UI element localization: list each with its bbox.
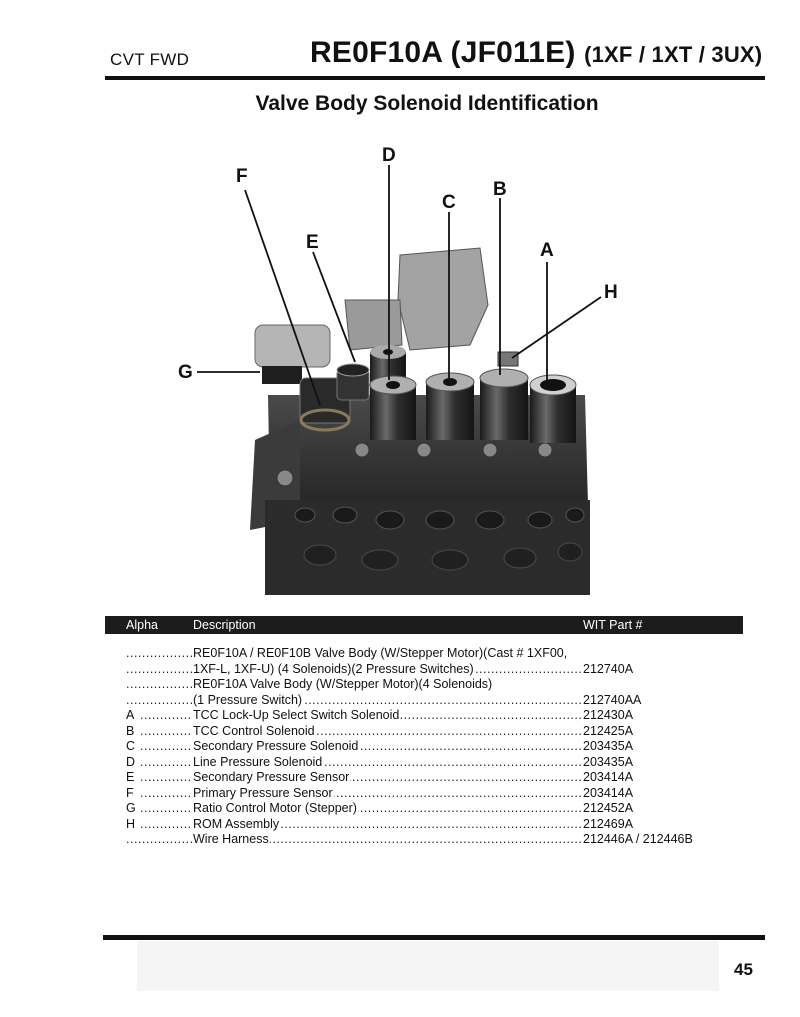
callout-c: C <box>442 192 456 213</box>
row-part-number: 212446A / 212446B <box>582 832 693 848</box>
row-leader-dots: ........................................… <box>140 739 192 753</box>
page-title: Valve Body Solenoid Identification <box>255 92 599 115</box>
part-column-header: WIT Part # <box>583 618 643 632</box>
table-row: ........................................… <box>126 661 746 677</box>
table-row: E.......................................… <box>126 770 746 786</box>
page-number: 45 <box>734 960 753 979</box>
model-variants: (1XF / 1XT / 3UX) <box>584 42 763 67</box>
valve-body-diagram: A B C D E F G H <box>178 145 618 595</box>
row-description: RE0F10A / RE0F10B Valve Body (W/Stepper … <box>193 646 569 662</box>
callout-d: D <box>382 145 396 166</box>
row-description: Ratio Control Motor (Stepper) <box>193 801 358 817</box>
row-part-number: 203435A <box>582 739 634 755</box>
row-alpha: D <box>126 754 136 769</box>
callout-f: F <box>236 166 248 187</box>
row-leader-dots: ........................................… <box>126 692 192 707</box>
table-row: ........................................… <box>126 832 746 848</box>
valve-body-photo <box>250 247 590 595</box>
callout-a: A <box>540 240 554 261</box>
footer-rule <box>103 935 765 940</box>
header-rule <box>105 76 765 80</box>
row-part-number: 212430A <box>582 708 634 724</box>
row-part-number: 203414A <box>582 770 634 786</box>
row-leader-dots: ........................................… <box>126 646 192 660</box>
callout-g: G <box>178 362 193 383</box>
footer-panel <box>137 941 719 991</box>
table-row: C.......................................… <box>126 739 746 755</box>
table-row: B.......................................… <box>126 723 746 739</box>
row-part-leader-dots: ........................................… <box>193 816 582 831</box>
row-description: RE0F10A Valve Body (W/Stepper Motor)(4 S… <box>193 677 494 693</box>
row-description: TCC Lock-Up Select Switch Solenoid <box>193 708 401 724</box>
row-part-number: 203435A <box>582 754 634 770</box>
table-row: G.......................................… <box>126 801 746 817</box>
row-description: 1XF-L, 1XF-U) (4 Solenoids)(2 Pressure S… <box>193 661 475 677</box>
table-row: F.......................................… <box>126 785 746 801</box>
row-leader-dots: ........................................… <box>140 708 192 722</box>
row-leader-dots: ........................................… <box>140 754 192 769</box>
description-column-header: Description <box>193 618 256 632</box>
row-part-number: 212425A <box>582 723 634 739</box>
table-row: ........................................… <box>126 692 746 708</box>
row-description: Line Pressure Solenoid <box>193 754 324 770</box>
row-part-number: 212469A <box>582 816 634 832</box>
row-alpha: H <box>126 816 136 831</box>
row-alpha: E <box>126 770 135 784</box>
row-description: Wire Harness <box>193 832 270 848</box>
row-description: (1 Pressure Switch) <box>193 692 304 708</box>
page-heading: RE0F10A (JF011E) (1XF / 1XT / 3UX) <box>310 36 762 70</box>
table-row: D.......................................… <box>126 754 746 770</box>
row-leader-dots: ........................................… <box>140 801 192 815</box>
row-description: Primary Pressure Sensor <box>193 785 334 801</box>
alpha-column-header: Alpha <box>126 618 158 632</box>
callout-leaders <box>197 165 602 406</box>
row-description: TCC Control Solenoid <box>193 723 316 739</box>
table-row: A.......................................… <box>126 708 746 724</box>
callout-h: H <box>604 282 618 303</box>
parts-list: ........................................… <box>126 646 746 848</box>
row-leader-dots: ........................................… <box>126 677 192 691</box>
category-label: CVT FWD <box>110 50 190 69</box>
row-leader-dots: ........................................… <box>126 832 192 846</box>
row-part-number: 212740A <box>582 661 634 677</box>
callout-b: B <box>493 179 507 200</box>
table-row: ........................................… <box>126 646 746 662</box>
row-part-number: 212740AA <box>582 692 642 708</box>
row-alpha: F <box>126 785 134 800</box>
table-row: ........................................… <box>126 677 746 693</box>
row-description: ROM Assembly <box>193 816 281 832</box>
table-row: H.......................................… <box>126 816 746 832</box>
row-leader-dots: ........................................… <box>126 661 192 676</box>
row-leader-dots: ........................................… <box>140 816 192 831</box>
table-header: Alpha Description WIT Part # <box>105 616 743 634</box>
row-alpha: G <box>126 801 136 815</box>
row-description: Secondary Pressure Sensor <box>193 770 351 786</box>
row-part-number: 212452A <box>582 801 634 817</box>
row-leader-dots: ........................................… <box>140 770 192 784</box>
row-part-number: 203414A <box>582 785 634 801</box>
row-description: Secondary Pressure Solenoid <box>193 739 360 755</box>
row-alpha: C <box>126 739 136 753</box>
row-alpha: A <box>126 708 135 722</box>
callout-e: E <box>306 232 319 253</box>
row-leader-dots: ........................................… <box>140 785 192 800</box>
row-part-leader-dots: ........................................… <box>193 832 582 846</box>
row-alpha: B <box>126 723 135 738</box>
model-name: RE0F10A (JF011E) <box>310 36 576 69</box>
row-leader-dots: ........................................… <box>140 723 192 738</box>
